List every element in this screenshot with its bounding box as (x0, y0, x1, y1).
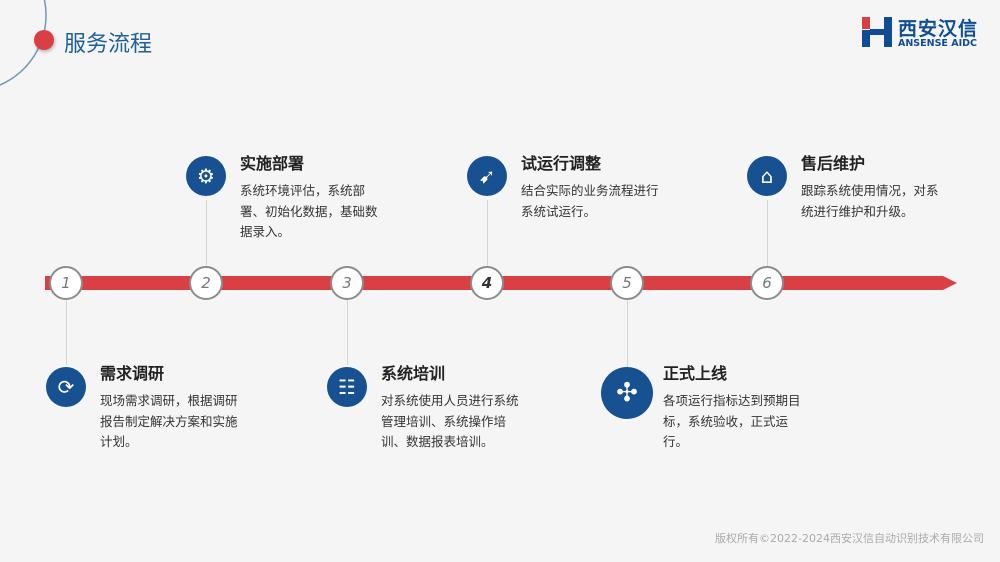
step-description: 系统环境评估，系统部署、初始化数据，基础数据录入。 (240, 183, 378, 239)
step-description: 各项运行指标达到预期目标，系统验收，正式运行。 (663, 393, 801, 449)
connector-line (627, 300, 628, 367)
decorative-arc (0, 0, 47, 86)
step-description: 现场需求调研，根据调研报告制定解决方案和实施计划。 (100, 393, 238, 449)
step-number-2: 2 (189, 266, 223, 300)
title-bullet (34, 30, 54, 50)
step-title: 需求调研 (100, 364, 165, 383)
step-title: 售后维护 (801, 154, 866, 173)
connector-line (347, 300, 348, 365)
step-title: 正式上线 (663, 364, 728, 383)
connector-line (66, 300, 67, 365)
copyright: 版权所有©2022-2024西安汉信自动识别技术有限公司 (715, 532, 984, 545)
timeline-arrow (943, 276, 957, 290)
logo-mark-icon (862, 17, 892, 47)
connector-line (767, 200, 768, 266)
step-description: 对系统使用人员进行系统管理培训、系统操作培训、数据报表培训。 (381, 393, 519, 449)
step-title: 系统培训 (381, 364, 446, 383)
logo-en: ANSENSE AIDC (898, 38, 977, 49)
step-number-3: 3 (330, 266, 364, 300)
step-number-1: 1 (49, 266, 83, 300)
step-number-5: 5 (610, 266, 644, 300)
gear-wrench-icon: ⚙ (186, 156, 226, 196)
connector-line (206, 200, 207, 266)
presentation-icon: ☷ (327, 367, 367, 407)
step-description: 跟踪系统使用情况，对系统进行维护和升级。 (801, 183, 939, 219)
logo-cn: 西安汉信 (898, 18, 979, 40)
step-title: 试运行调整 (521, 154, 602, 173)
company-logo: 西安汉信 ANSENSE AIDC (862, 14, 987, 50)
step-title: 实施部署 (240, 154, 305, 173)
user-refresh-icon: ⟳ (46, 367, 86, 407)
step-number-4: 4 (470, 266, 504, 300)
team-network-icon: ✣ (601, 367, 653, 419)
step-description: 结合实际的业务流程进行系统试运行。 (521, 183, 659, 219)
step-number-6: 6 (750, 266, 784, 300)
house-leaf-icon: ⌂ (747, 156, 787, 196)
runner-icon: ➹ (467, 156, 507, 196)
connector-line (487, 200, 488, 266)
page-title: 服务流程 (64, 32, 153, 57)
